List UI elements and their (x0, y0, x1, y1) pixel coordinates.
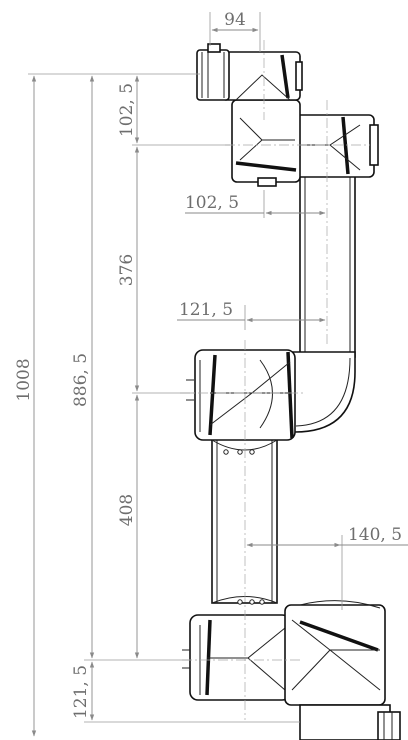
dim-102-5-horizontal-label: 102, 5 (185, 193, 239, 213)
base-joint (284, 600, 401, 740)
dim-121-5-vertical-label: 121, 5 (71, 665, 91, 719)
dim-376-label: 376 (117, 254, 137, 286)
wrist1-joint (231, 99, 301, 187)
extension-lines (28, 12, 343, 723)
wrist2-joint (291, 114, 379, 178)
joint-dimple-marks (182, 379, 194, 669)
dim-121-5-horizontal-label: 121, 5 (179, 300, 233, 320)
dim-140-5-label: 140, 5 (348, 525, 402, 545)
robot-arm (182, 43, 401, 740)
dimension-lines (31, 27, 408, 737)
wrist3-joint (196, 43, 303, 101)
dim-886-5-label: 886, 5 (71, 353, 91, 407)
dim-94-label: 94 (224, 10, 246, 30)
elbow-bend (289, 351, 356, 433)
dim-102-5-vertical-label: 102, 5 (117, 83, 137, 137)
center-lines (180, 40, 370, 720)
dimension-labels: 94 1008 886, 5 102, 5 376 408 121, 5 102… (14, 10, 402, 719)
dim-1008-label: 1008 (14, 358, 34, 401)
shoulder-joint (189, 596, 291, 701)
dim-408-label: 408 (117, 494, 137, 526)
lower-link (211, 437, 278, 604)
upper-link (299, 171, 356, 358)
